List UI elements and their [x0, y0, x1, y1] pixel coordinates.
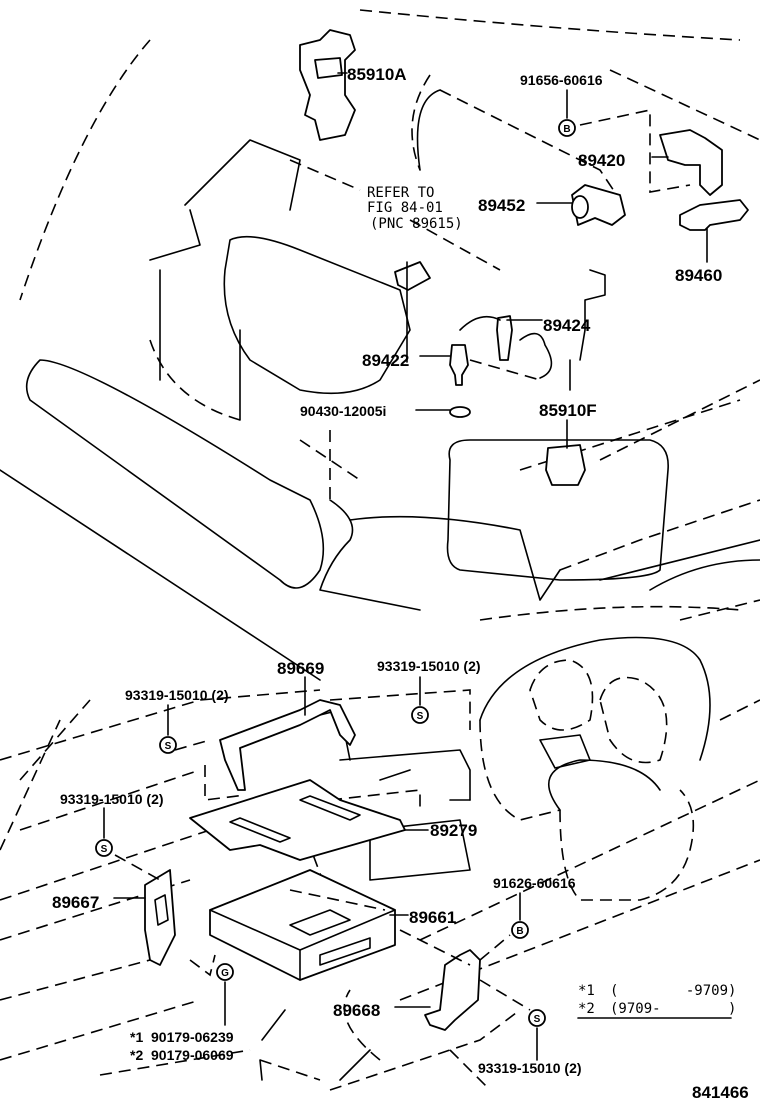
part-89460-sensor [679, 199, 749, 231]
svg-text:G: G [221, 968, 229, 979]
svg-text:B: B [516, 926, 523, 937]
part-89667-bracket [144, 869, 176, 966]
part-89422-sensor [449, 344, 541, 386]
leader-lines [103, 72, 708, 1061]
label-89420: 89420 [578, 151, 625, 170]
part-89279-plate [189, 779, 406, 861]
diagram-id: 841466 [692, 1083, 749, 1102]
label-89279: 89279 [430, 821, 477, 840]
marker-g: G [216, 963, 234, 981]
label-85910F: 85910F [539, 401, 597, 420]
label-90430-12005: 90430-12005i [300, 403, 386, 419]
label-90179-06069: *2 90179-06069 [130, 1047, 234, 1063]
part-89452-sensor [571, 184, 626, 226]
applicability-legend: *1 ( -9709) *2 (9709- ) [577, 983, 736, 1019]
svg-text:S: S [417, 711, 424, 722]
label-89667: 89667 [52, 893, 99, 912]
label-93319-15010-d: 93319-15010 (2) [478, 1060, 582, 1076]
label-85910A: 85910A [347, 65, 407, 84]
label-93319-15010-b: 93319-15010 (2) [125, 687, 229, 703]
part-89669-bracket [219, 699, 356, 791]
marker-s-2: S [411, 706, 429, 724]
marker-s-3: S [95, 839, 113, 857]
svg-text:S: S [101, 844, 108, 855]
label-89661: 89661 [409, 908, 456, 927]
marker-b-bottom: B [511, 921, 529, 939]
svg-text:*1: *1 [578, 983, 595, 999]
label-93319-15010-a: 93319-15010 (2) [377, 658, 481, 674]
label-89424: 89424 [543, 316, 591, 335]
svg-text:B: B [563, 124, 570, 135]
part-89668-bracket [424, 949, 481, 1031]
svg-text:*2: *2 [578, 1001, 595, 1017]
part-85910F-relay [545, 269, 606, 486]
refer-note-line2: FIG 84-01 [367, 200, 443, 216]
part-85910A-bracket [299, 29, 356, 141]
label-93319-15010-c: 93319-15010 (2) [60, 791, 164, 807]
marker-b-top: B [558, 119, 576, 137]
part-89424-sensor [459, 315, 553, 379]
marker-s-4: S [528, 1009, 546, 1027]
marker-s-1: S [159, 736, 177, 754]
part-89661-ecu [209, 869, 396, 981]
label-91656-60616: 91656-60616 [520, 72, 603, 88]
part-89420-sensor [659, 129, 723, 196]
label-89422: 89422 [362, 351, 409, 370]
part-labels: 85910A 91656-60616 89420 89452 REFER TO … [52, 65, 722, 1076]
dash-fasteners [289, 889, 531, 1011]
svg-text:S: S [165, 741, 172, 752]
svg-text:(9709- ): (9709- ) [610, 1001, 736, 1017]
label-91626-60616: 91626-60616 [493, 875, 576, 891]
label-89669: 89669 [277, 659, 324, 678]
label-89668: 89668 [333, 1001, 380, 1020]
label-89460: 89460 [675, 266, 722, 285]
refer-note-line3: (PNC 89615) [370, 216, 463, 232]
label-90179-06239: *1 90179-06239 [130, 1029, 234, 1045]
dash-bracket-89420 [579, 109, 691, 193]
part-89615-sensor [394, 261, 431, 291]
refer-note-line1: REFER TO [367, 185, 434, 201]
part-gasket-90430 [449, 406, 471, 418]
svg-text:( -9709): ( -9709) [610, 983, 736, 999]
svg-text:S: S [534, 1014, 541, 1025]
label-89452: 89452 [478, 196, 525, 215]
dash-fasteners-left [114, 739, 216, 977]
vehicle-outline [0, 9, 760, 1091]
dash-89669 [204, 765, 246, 801]
